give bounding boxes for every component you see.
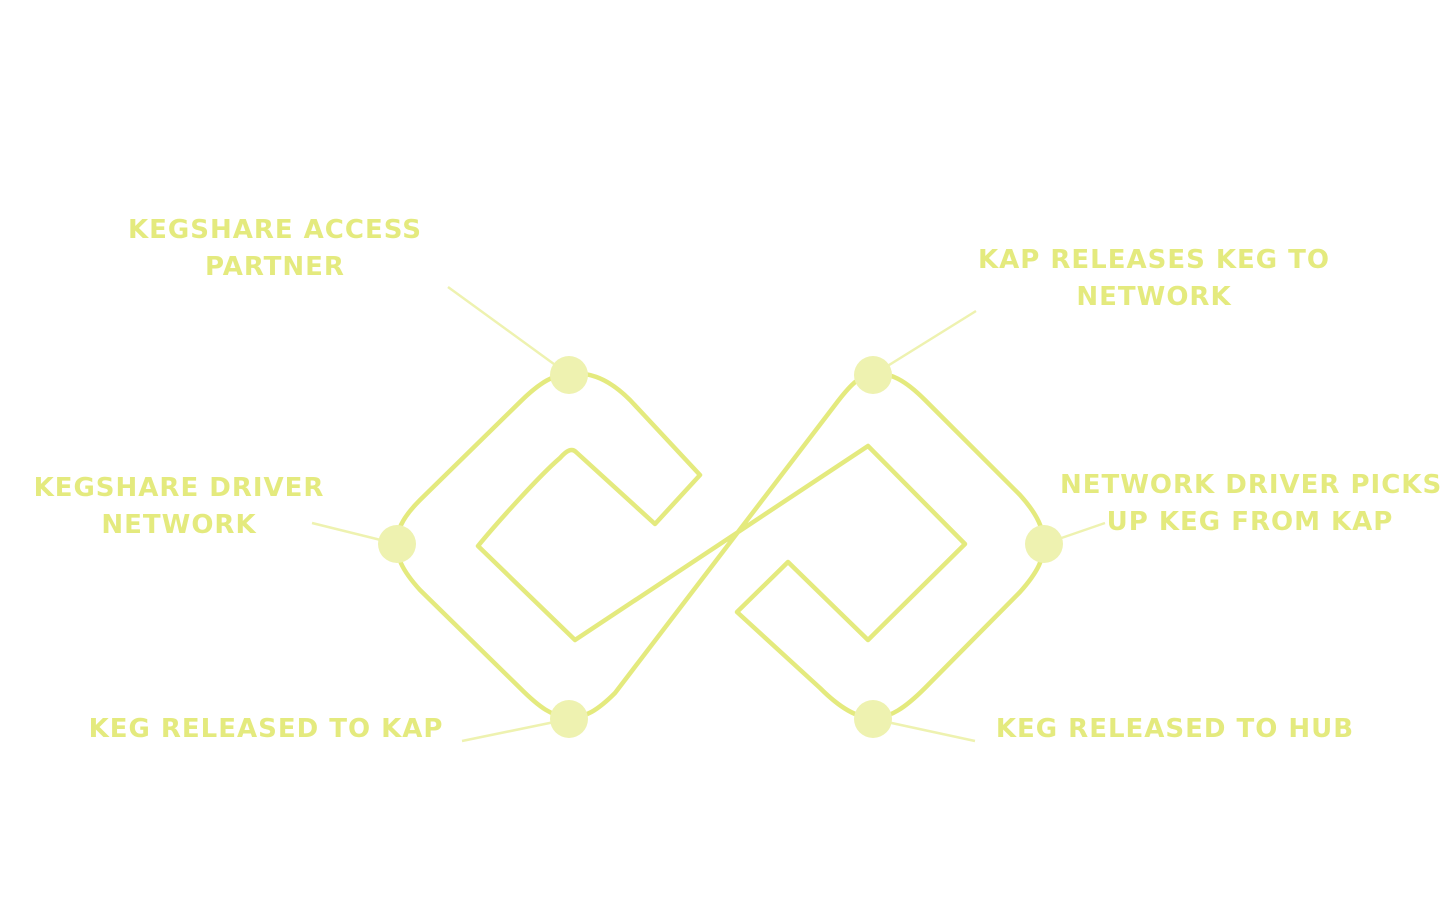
label-line: NETWORK: [1076, 282, 1232, 312]
label-network-driver-picks-up: NETWORK DRIVER PICKS UP KEG FROM KAP: [1060, 467, 1440, 541]
label-line: KEGSHARE DRIVER: [33, 473, 325, 503]
label-line: KEG RELEASED TO HUB: [995, 714, 1355, 744]
marker-dot-driver-picks: [1025, 525, 1063, 563]
label-line: KEG RELEASED TO KAP: [88, 714, 444, 744]
marker-dot-keg-to-kap: [550, 700, 588, 738]
label-line: KEGSHARE ACCESS: [127, 215, 423, 245]
label-line: PARTNER: [205, 252, 345, 282]
marker-dot-kap-partner: [550, 356, 588, 394]
label-keg-released-to-hub: KEG RELEASED TO HUB: [990, 711, 1360, 748]
marker-dot-kap-release: [854, 356, 892, 394]
leader-line-kap-release: [872, 309, 977, 377]
label-kegshare-driver-network: KEGSHARE DRIVER NETWORK: [20, 470, 338, 544]
label-line: KAP RELEASES KEG TO: [977, 245, 1330, 275]
label-line: UP KEG FROM KAP: [1106, 507, 1394, 537]
label-line: NETWORK: [101, 510, 257, 540]
label-keg-released-to-kap: KEG RELEASED TO KAP: [80, 711, 452, 748]
marker-dot-driver-network: [378, 525, 416, 563]
marker-dot-keg-to-hub: [854, 700, 892, 738]
label-kap-releases-keg: KAP RELEASES KEG TO NETWORK: [968, 242, 1340, 316]
leader-line-kap-partner: [447, 285, 570, 377]
label-line: NETWORK DRIVER PICKS: [1060, 470, 1440, 500]
infinity-loop-outline: [394, 371, 1047, 721]
label-kegshare-access-partner: KEGSHARE ACCESS PARTNER: [110, 212, 440, 286]
